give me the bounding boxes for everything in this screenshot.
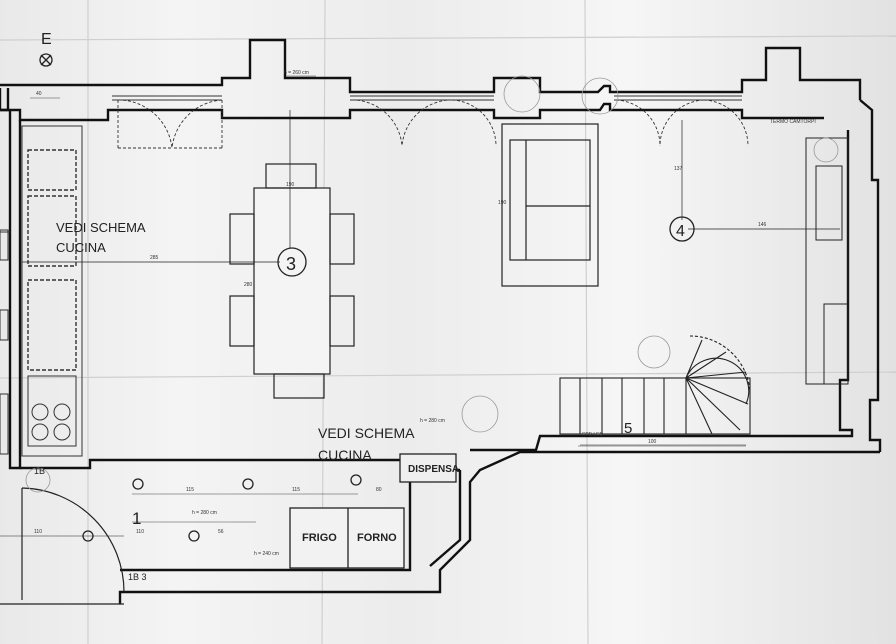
right-wall-unit — [681, 120, 849, 385]
room-number-4: 4 — [676, 223, 685, 240]
dim-110-b: 110 — [136, 529, 144, 535]
dim-146: 146 — [758, 222, 767, 228]
dining-table — [22, 110, 355, 399]
height-label-top: h = 260 cm — [284, 70, 309, 76]
dim-56: 56 — [218, 529, 224, 535]
dim-80: 80 — [376, 487, 382, 493]
height-label-240: h = 240 cm — [254, 551, 279, 557]
switch-circles — [25, 75, 839, 493]
dim-190-b: 190 — [286, 182, 295, 188]
dim-137: 137 — [674, 166, 683, 172]
room-number-3: 3 — [286, 254, 296, 274]
dim-110-a: 110 — [34, 529, 42, 535]
staircase — [559, 335, 751, 446]
height-label-280: h = 280 cm — [192, 510, 217, 516]
forno-label: FORNO — [357, 532, 397, 544]
entrance-door — [0, 487, 125, 605]
height-label-mid: h = 280 cm — [420, 418, 445, 424]
kitchen-ref-subtitle-1: CUCINA — [56, 240, 106, 255]
dimension-lines — [30, 75, 746, 523]
dim-40: 40 — [36, 91, 42, 97]
termo-label: TERMO CAMTORPI — [770, 119, 816, 125]
kitchen-ref-title-2: VEDI SCHEMA — [318, 425, 415, 441]
appliance-block — [289, 453, 457, 569]
dim-285: 285 — [150, 255, 159, 261]
room-number-1b: 1B — [34, 466, 45, 476]
dim-115-a: 115 — [186, 487, 194, 493]
sofa — [501, 123, 599, 287]
windows-and-doors — [112, 95, 749, 149]
room-number-1: 1 — [132, 509, 141, 528]
room-number-5: 5 — [624, 420, 632, 437]
frigo-label: FRIGO — [302, 532, 337, 544]
room-number-1b-lower: 1B 3 — [128, 572, 147, 582]
kitchen-ref-title-1: VEDI SCHEMA — [56, 220, 146, 235]
elevation-marker-label: E — [41, 31, 52, 48]
light-fixtures — [39, 53, 695, 542]
dim-280: 280 — [244, 282, 253, 288]
elevation-marker-icon — [39, 53, 53, 67]
dispensa-label: DISPENSA — [408, 464, 459, 475]
led-label: SPB LED — [582, 432, 604, 438]
dim-115-b: 115 — [292, 487, 300, 493]
dim-190: 190 — [498, 200, 507, 206]
kitchen-counter — [0, 125, 83, 457]
kitchen-ref-subtitle-2: CUCINA — [318, 447, 372, 463]
dim-100: 100 — [648, 439, 657, 445]
